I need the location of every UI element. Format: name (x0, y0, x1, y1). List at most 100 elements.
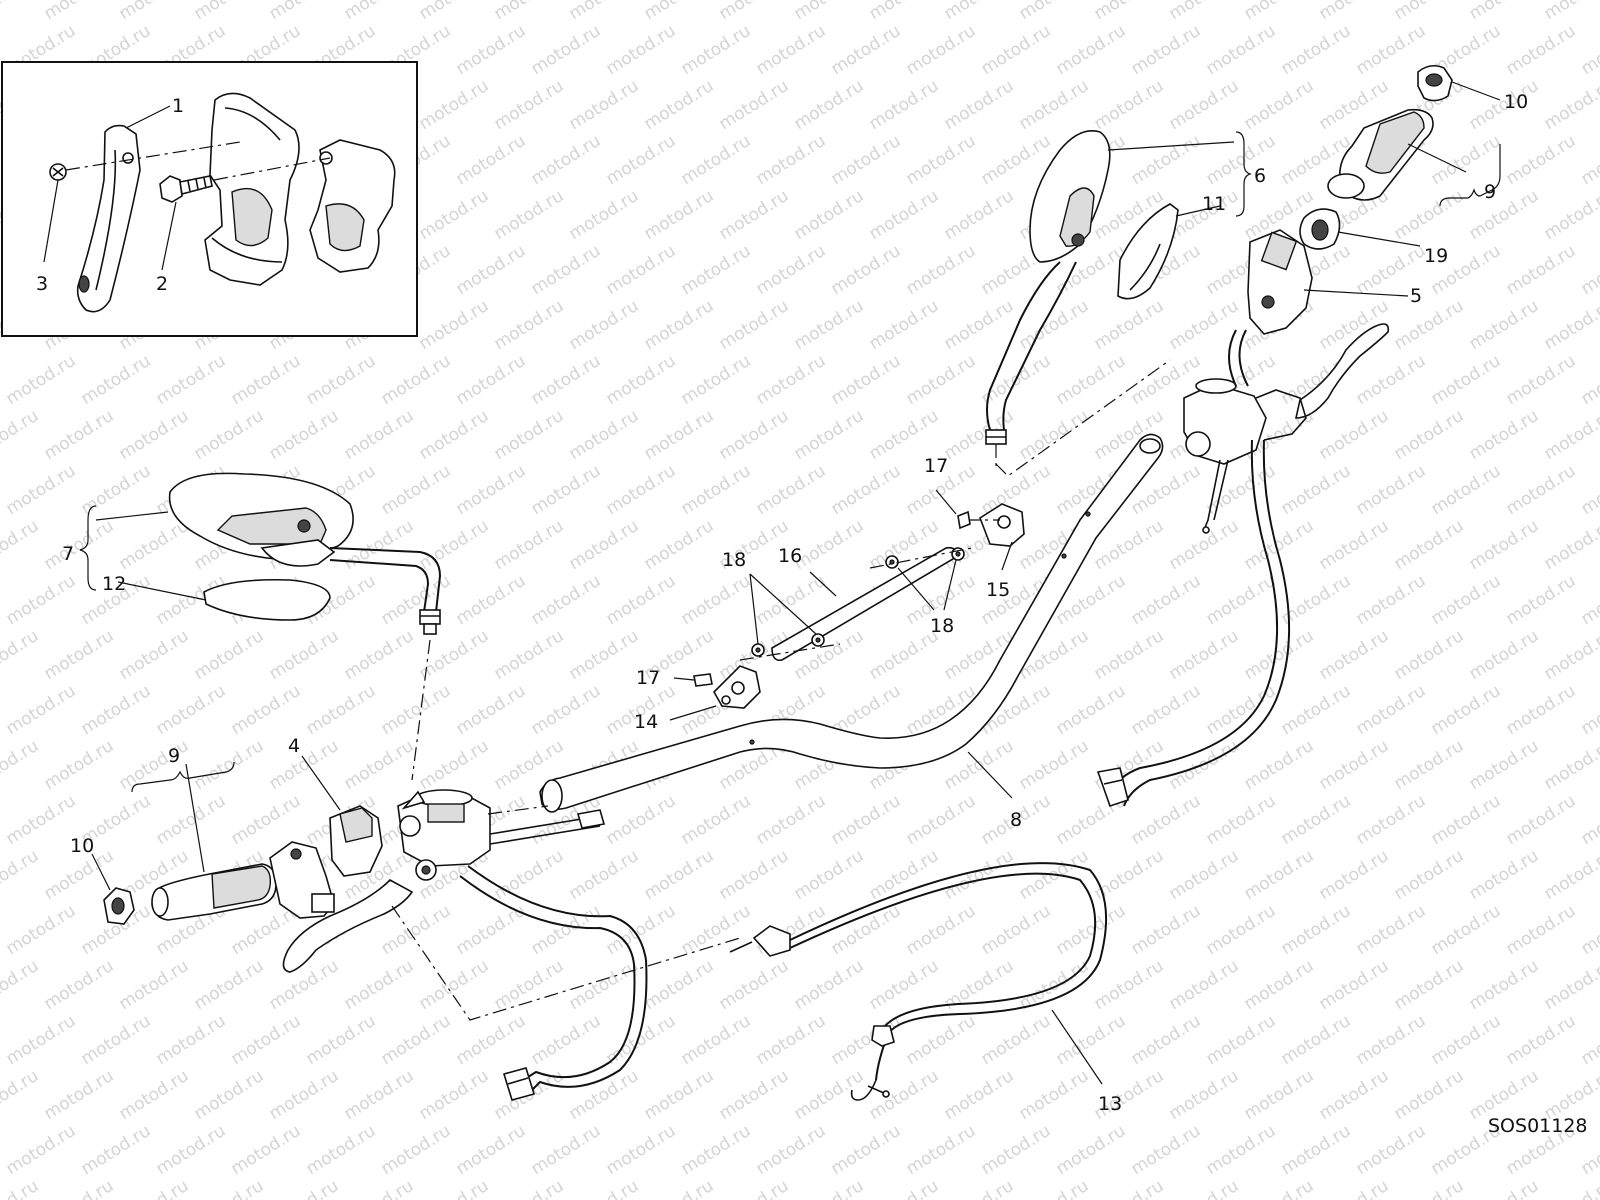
watermark-text: motod.ru (678, 791, 755, 849)
right-mirror-cover-11 (1117, 203, 1179, 300)
watermark-text: motod.ru (1391, 846, 1468, 904)
callout-9-left: 9 (168, 745, 180, 767)
watermark-text: motod.ru (3, 571, 80, 629)
watermark-text: motod.ru (1353, 461, 1430, 519)
watermark-text: motod.ru (453, 571, 530, 629)
watermark-text: motod.ru (941, 76, 1018, 134)
watermark-text: motod.ru (3, 461, 80, 519)
watermark-text: motod.ru (1541, 76, 1600, 134)
watermark-text: motod.ru (78, 1011, 155, 1069)
watermark-text: motod.ru (1091, 296, 1168, 354)
watermark-text: motod.ru (1203, 681, 1280, 739)
watermark-text: motod.ru (528, 351, 605, 409)
left-mirror-cover-12 (203, 578, 331, 621)
watermark-text: motod.ru (1203, 571, 1280, 629)
watermark-text: motod.ru (753, 131, 830, 189)
left-mirror-assembly: 7 12 (62, 472, 442, 635)
watermark-text: motod.ru (641, 0, 718, 24)
watermark-text: motod.ru (41, 516, 118, 574)
watermark-text: motod.ru (1466, 1176, 1543, 1200)
callout-13: 13 (1098, 1093, 1122, 1115)
watermark-text: motod.ru (1466, 736, 1543, 794)
right-controls: 5 (1183, 229, 1422, 534)
watermark-text: motod.ru (1466, 846, 1543, 904)
watermark-text: motod.ru (1578, 791, 1600, 849)
watermark-text: motod.ru (1391, 736, 1468, 794)
watermark-text: motod.ru (453, 241, 530, 299)
watermark-text: motod.ru (153, 791, 230, 849)
watermark-text: motod.ru (153, 1121, 230, 1179)
watermark-text: motod.ru (266, 626, 343, 684)
watermark-text: motod.ru (191, 0, 268, 24)
watermark-text: motod.ru (1391, 0, 1468, 24)
watermark-text: motod.ru (1466, 406, 1543, 464)
watermark-text: motod.ru (41, 0, 118, 24)
watermark-text: motod.ru (1578, 351, 1600, 409)
watermark-text: motod.ru (1353, 21, 1430, 79)
watermark-text: motod.ru (791, 956, 868, 1014)
watermark-text: motod.ru (416, 1066, 493, 1124)
watermark-text: motod.ru (641, 186, 718, 244)
watermark-text: motod.ru (603, 241, 680, 299)
watermark-text: motod.ru (1578, 241, 1600, 299)
watermark-text: motod.ru (266, 1066, 343, 1124)
callout-18-right: 18 (930, 615, 954, 637)
watermark-text: motod.ru (528, 1121, 605, 1179)
watermark-text: motod.ru (1316, 1066, 1393, 1124)
watermark-text: motod.ru (791, 186, 868, 244)
watermark-text: motod.ru (378, 571, 455, 629)
watermark-text: motod.ru (678, 1121, 755, 1179)
watermark-text: motod.ru (116, 516, 193, 574)
watermark-text: motod.ru (941, 0, 1018, 24)
watermark-text: motod.ru (1241, 1176, 1318, 1200)
watermark-text: motod.ru (828, 351, 905, 409)
watermark-text: motod.ru (1203, 131, 1280, 189)
callout-10-left: 10 (70, 835, 94, 857)
watermark-text: motod.ru (416, 1176, 493, 1200)
callout-2: 2 (156, 273, 168, 295)
watermark-text: motod.ru (266, 0, 343, 24)
watermark-text: motod.ru (1016, 76, 1093, 134)
watermark-text: motod.ru (1166, 0, 1243, 24)
callout-17-bottom: 17 (636, 667, 660, 689)
watermark-text: motod.ru (1241, 1066, 1318, 1124)
watermark-text: motod.ru (116, 1176, 193, 1200)
watermark-text: motod.ru (228, 791, 305, 849)
watermark-text: motod.ru (1128, 681, 1205, 739)
watermark-text: motod.ru (566, 1176, 643, 1200)
watermark-text: motod.ru (941, 186, 1018, 244)
left-switch-cable (467, 865, 648, 1095)
watermark-text: motod.ru (228, 351, 305, 409)
watermark-text: motod.ru (528, 681, 605, 739)
watermark-text: motod.ru (903, 131, 980, 189)
watermark-text: motod.ru (41, 626, 118, 684)
watermark-text: motod.ru (1541, 736, 1600, 794)
right-mirror-assembly: 6 11 (985, 130, 1266, 445)
watermark-text: motod.ru (1316, 956, 1393, 1014)
watermark-text: motod.ru (603, 1011, 680, 1069)
watermark-text: motod.ru (1541, 1176, 1600, 1200)
watermark-text: motod.ru (491, 296, 568, 354)
watermark-text: motod.ru (716, 186, 793, 244)
watermark-text: motod.ru (453, 131, 530, 189)
watermark-text: motod.ru (1053, 681, 1130, 739)
watermark-text: motod.ru (78, 1121, 155, 1179)
watermark-text: motod.ru (528, 461, 605, 519)
watermark-text: motod.ru (1503, 571, 1580, 629)
watermark-text: motod.ru (828, 461, 905, 519)
watermark-text: motod.ru (453, 461, 530, 519)
watermark-text: motod.ru (1353, 681, 1430, 739)
watermark-text: motod.ru (491, 406, 568, 464)
callout-5: 5 (1410, 285, 1422, 307)
watermark-text: motod.ru (1391, 406, 1468, 464)
watermark-text: motod.ru (416, 516, 493, 574)
watermark-text: motod.ru (491, 76, 568, 134)
watermark-text: motod.ru (1278, 901, 1355, 959)
assembly-line-clutch-cable (391, 905, 741, 1021)
watermark-text: motod.ru (78, 681, 155, 739)
watermark-text: motod.ru (0, 516, 42, 574)
watermark-text: motod.ru (1316, 516, 1393, 574)
crossbar-assembly: 17 16 18 18 15 17 14 (634, 455, 1025, 733)
watermark-text: motod.ru (678, 901, 755, 959)
watermark-text: motod.ru (1391, 956, 1468, 1014)
